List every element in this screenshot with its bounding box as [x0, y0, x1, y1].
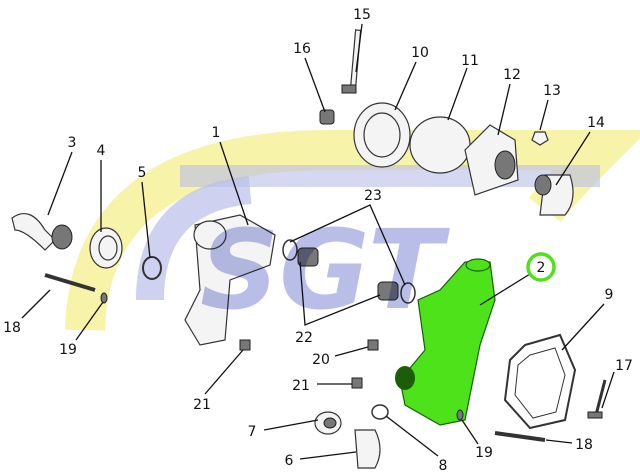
label-6[interactable]: 6	[285, 453, 294, 469]
part-20-plug	[367, 339, 379, 351]
part-18-bolt-right	[494, 431, 546, 442]
highlight-circle-part-2[interactable]	[526, 252, 556, 282]
part-12-housing	[464, 124, 519, 196]
watermark-text: SGT	[200, 206, 451, 334]
label-15[interactable]: 15	[353, 7, 371, 23]
label-19-right[interactable]: 19	[475, 445, 493, 461]
part-21-plug	[239, 339, 363, 389]
label-12[interactable]: 12	[503, 67, 521, 83]
label-21-lower[interactable]: 21	[193, 397, 211, 413]
label-19-left[interactable]: 19	[59, 342, 77, 358]
part-10-cover	[353, 102, 411, 168]
label-22[interactable]: 22	[295, 330, 313, 346]
part-13-nut	[531, 131, 549, 146]
label-5[interactable]: 5	[138, 165, 147, 181]
part-5-ring	[142, 256, 162, 280]
part-3-elbow-fitting	[11, 212, 73, 251]
part-4-nut	[89, 227, 123, 269]
leader-lines	[21, 23, 615, 460]
part-7-nut	[314, 411, 342, 435]
label-3[interactable]: 3	[68, 135, 77, 151]
label-8[interactable]: 8	[439, 458, 448, 474]
part-17-screw	[587, 379, 607, 419]
part-16-screw	[319, 109, 335, 125]
label-10[interactable]: 10	[411, 45, 429, 61]
part-labels: 15 16 10 11 12 13 14 1 3 4 5 23 2 9 18 1…	[3, 7, 633, 474]
label-7[interactable]: 7	[248, 424, 257, 440]
part-6-elbow	[354, 429, 381, 469]
part-14-elbow	[534, 174, 574, 216]
part-23-oring	[282, 239, 416, 304]
label-4[interactable]: 4	[97, 143, 106, 159]
label-1[interactable]: 1	[212, 125, 221, 141]
label-23[interactable]: 23	[364, 188, 382, 204]
label-21-upper[interactable]: 21	[292, 378, 310, 394]
label-2[interactable]: 2	[537, 260, 546, 276]
label-18-left[interactable]: 18	[3, 320, 21, 336]
part-18-bolt-left	[44, 273, 96, 292]
part-1-body	[184, 214, 276, 346]
label-9[interactable]: 9	[605, 287, 614, 303]
part-22-valve	[297, 247, 399, 301]
label-14[interactable]: 14	[587, 115, 605, 131]
label-17[interactable]: 17	[615, 358, 633, 374]
part-8-oring	[371, 404, 389, 420]
part-19-washer-right	[456, 409, 464, 421]
part-11-dome	[409, 116, 471, 174]
label-16[interactable]: 16	[293, 41, 311, 57]
label-11[interactable]: 11	[461, 53, 479, 69]
label-20[interactable]: 20	[312, 352, 330, 368]
label-18-right[interactable]: 18	[575, 437, 593, 453]
part-2-valve-body-highlighted	[395, 258, 496, 426]
part-19-washer-left	[100, 292, 108, 304]
part-9-gasket	[503, 333, 577, 430]
label-13[interactable]: 13	[543, 83, 561, 99]
